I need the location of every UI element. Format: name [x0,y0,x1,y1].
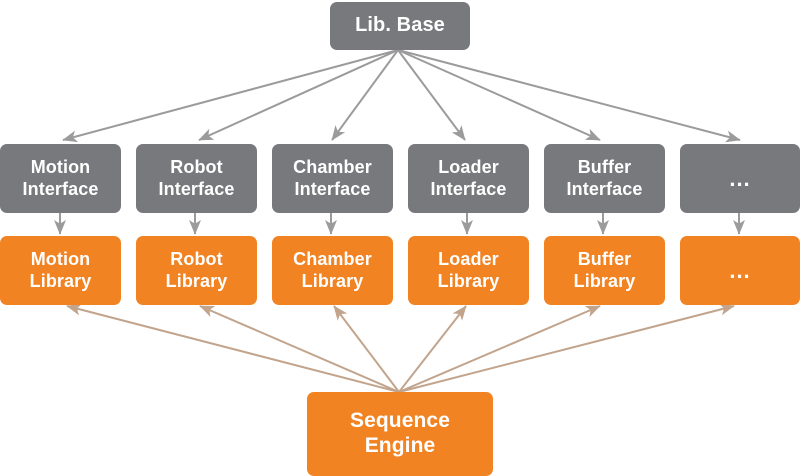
edge-base-to-buffer-interface [397,49,601,141]
interface-to-library-arrows [54,213,746,235]
node-buffer-interface[interactable]: Buffer Interface [544,144,665,213]
edge-base-to-robot-interface [198,49,399,141]
edge-engine-to-motion-library [66,303,400,393]
base-to-interface-arrows [62,49,741,143]
node-robot-interface[interactable]: Robot Interface [136,144,257,213]
edge-base-to-chamber-interface [331,49,399,141]
edge-engine-to-robot-library [199,305,400,393]
edge-engine-to-loader-library [398,305,467,393]
edge-base-to-more-interface [397,49,741,143]
node-loader-interface[interactable]: Loader Interface [408,144,529,213]
node-motion-library[interactable]: Motion Library [0,236,121,305]
node-more-library[interactable]: ... [680,236,800,305]
edge-engine-to-chamber-library [333,305,400,393]
edge-base-to-loader-interface [397,49,466,141]
edge-engine-to-buffer-library [398,305,601,393]
engine-to-library-arrows [66,303,735,393]
node-sequence-engine[interactable]: Sequence Engine [307,392,493,476]
node-chamber-library[interactable]: Chamber Library [272,236,393,305]
node-chamber-interface[interactable]: Chamber Interface [272,144,393,213]
node-loader-library[interactable]: Loader Library [408,236,529,305]
node-robot-library[interactable]: Robot Library [136,236,257,305]
node-buffer-library[interactable]: Buffer Library [544,236,665,305]
node-lib-base[interactable]: Lib. Base [330,2,470,50]
node-motion-interface[interactable]: Motion Interface [0,144,121,213]
edge-engine-to-more-library [398,303,735,393]
edge-base-to-motion-interface [62,49,399,143]
node-more-interface[interactable]: ... [680,144,800,213]
